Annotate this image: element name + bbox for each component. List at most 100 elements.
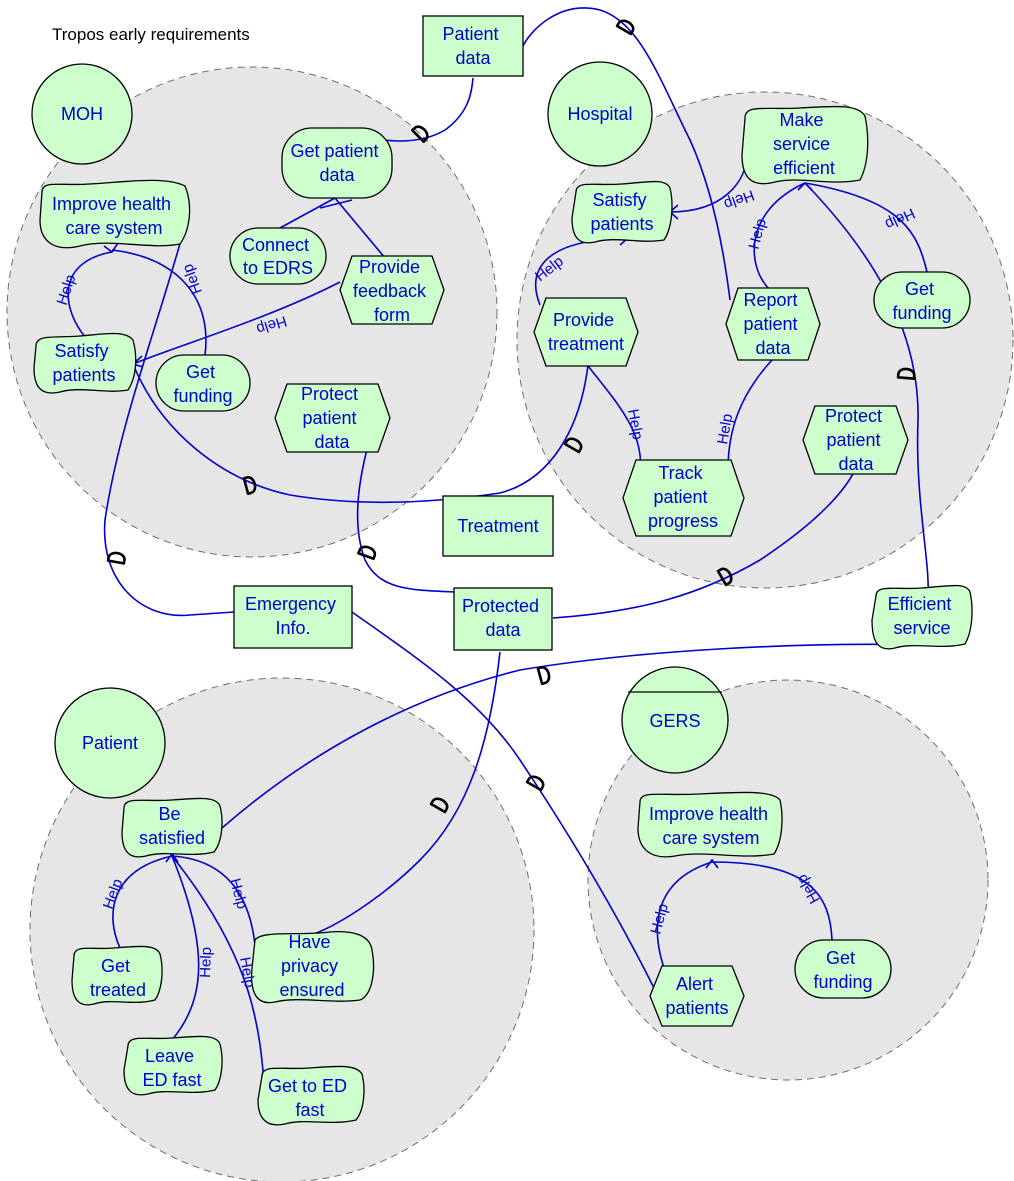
task-hosp-protect[interactable]: Protect patient data [802, 405, 909, 475]
softgoal-label: Get treated [90, 956, 146, 1000]
task-moh-feedback[interactable]: Provide feedback form [339, 255, 445, 325]
link-hosp-help-track-report [727, 359, 773, 471]
link-moh-help-feedback-satisfy [132, 281, 341, 365]
task-shape [339, 255, 445, 325]
hospital-actor-circle [547, 61, 653, 167]
dep-protected-moh [356, 419, 456, 593]
task-gers-alert[interactable]: Alert patients [649, 965, 745, 1027]
dependency-d-icon [411, 125, 429, 143]
softgoal-efficient-service[interactable]: Efficient service [871, 584, 973, 650]
arrow-hosp-efficient [797, 181, 813, 191]
link-hosp-help-funding-efficient [804, 182, 928, 273]
softgoal-hosp-efficient[interactable]: Make service efficient [741, 105, 869, 185]
resource-emergency-info[interactable]: Emergency Info. [233, 585, 353, 649]
dependency-marks [106, 19, 916, 814]
softgoal-label: Leave ED fast [142, 1046, 201, 1090]
link-pat-help-privacy [171, 855, 256, 946]
softgoal-label: Efficient service [888, 594, 957, 638]
softgoal-label: Have privacy ensured [279, 932, 344, 1000]
resource-treatment[interactable]: Treatment [442, 495, 554, 557]
softgoal-shape [637, 791, 783, 858]
moh-actor-circle [31, 63, 133, 165]
link-decomp-bar [319, 199, 353, 209]
help-label: Help [624, 408, 646, 441]
link-moh-help-funding-improve [111, 249, 207, 356]
goal-label: Connect to EDRS [242, 235, 314, 278]
actor-moh[interactable]: MOH [31, 63, 133, 165]
dependency-d-icon [106, 551, 126, 565]
goal-shape [155, 354, 251, 412]
softgoal-pat-treated[interactable]: Get treated [71, 945, 163, 1006]
resource-shape [422, 15, 524, 77]
help-label: Help [236, 956, 258, 989]
goal-moh-get-patient-data[interactable]: Get patient data [281, 127, 393, 199]
dep-protected-patient [309, 651, 501, 936]
softgoal-hosp-satisfy[interactable]: Satisfy patients [571, 180, 673, 244]
actor-patient[interactable]: Patient [54, 687, 166, 799]
dep-emergency-gers [351, 611, 656, 991]
actor-gers[interactable]: GERS [621, 666, 729, 774]
softgoal-label: Make service efficient [773, 110, 835, 178]
softgoal-shape [250, 930, 375, 1004]
task-label: Report patient data [743, 290, 802, 358]
dep-efficient-patient [221, 643, 926, 829]
dependency-d-icon [716, 567, 733, 587]
task-hosp-report[interactable]: Report patient data [725, 287, 821, 361]
softgoal-label: Be satisfied [139, 804, 205, 848]
dep-patient-data-hospital [521, 7, 731, 301]
task-hosp-treatment[interactable]: Provide treatment [533, 297, 639, 367]
link-connect-to-getdata [279, 197, 336, 229]
goal-shape [229, 227, 327, 285]
actor-hospital[interactable]: Hospital [547, 61, 653, 167]
softgoal-shape [39, 179, 191, 249]
goal-moh-connect-edrs[interactable]: Connect to EDRS [229, 227, 327, 285]
softgoal-pat-leave[interactable]: Leave ED fast [123, 1035, 223, 1096]
softgoal-moh-improve[interactable]: Improve health care system [39, 179, 191, 249]
task-label: Track patient progress [648, 463, 718, 531]
arrow-gers-improve [705, 858, 719, 869]
help-label: Help [197, 947, 215, 978]
link-pat-help-treated [112, 855, 173, 949]
resource-shape [233, 585, 353, 649]
link-hosp-help-track-treatment [584, 361, 642, 471]
softgoal-moh-satisfy[interactable]: Satisfy patients [33, 332, 137, 394]
resource-patient-data[interactable]: Patient data [422, 15, 524, 77]
dependency-d-icon [563, 437, 583, 454]
softgoal-pat-getto[interactable]: Get to ED fast [257, 1065, 365, 1126]
task-label: Protect patient data [301, 384, 363, 452]
task-shape [649, 965, 745, 1027]
link-pat-help-leave [171, 855, 200, 1041]
softgoal-pat-privacy[interactable]: Have privacy ensured [250, 930, 375, 1004]
softgoal-label: Get to ED fast [268, 1076, 352, 1120]
task-shape [802, 405, 909, 475]
link-moh-help-satisfy-improve [67, 251, 113, 339]
softgoal-shape [571, 180, 673, 244]
resource-shape [442, 495, 554, 557]
task-hosp-track[interactable]: Track patient progress [622, 459, 745, 537]
softgoal-pat-satisfied[interactable]: Be satisfied [121, 797, 223, 858]
task-moh-protect[interactable]: Protect patient data [274, 383, 391, 453]
softgoal-label: Satisfy patients [52, 341, 115, 385]
goal-gers-funding[interactable]: Get funding [794, 939, 892, 999]
resource-label: Emergency Info. [245, 594, 341, 638]
help-label: Help [714, 412, 736, 445]
goal-shape [794, 939, 892, 999]
hospital-actor-label: Hospital [567, 104, 632, 124]
resource-label: Patient data [442, 24, 503, 68]
task-shape [622, 459, 745, 537]
goal-hosp-funding[interactable]: Get funding [873, 271, 971, 329]
softgoal-shape [871, 584, 973, 650]
resource-protected-data[interactable]: Protected data [453, 587, 553, 651]
dep-treatment-moh-hosp [132, 363, 589, 504]
gers-actor-circle [621, 666, 729, 774]
resource-label: Treatment [457, 516, 538, 536]
goal-moh-funding[interactable]: Get funding [155, 354, 251, 412]
softgoal-gers-improve[interactable]: Improve health care system [637, 791, 783, 858]
patient-actor-circle [54, 687, 166, 799]
task-shape [533, 297, 639, 367]
link-gers-help-alert [656, 861, 713, 969]
link-gers-help-funding [711, 861, 833, 941]
diagram-title: Tropos early requirements [52, 25, 250, 44]
goal-label: Get funding [813, 948, 872, 992]
